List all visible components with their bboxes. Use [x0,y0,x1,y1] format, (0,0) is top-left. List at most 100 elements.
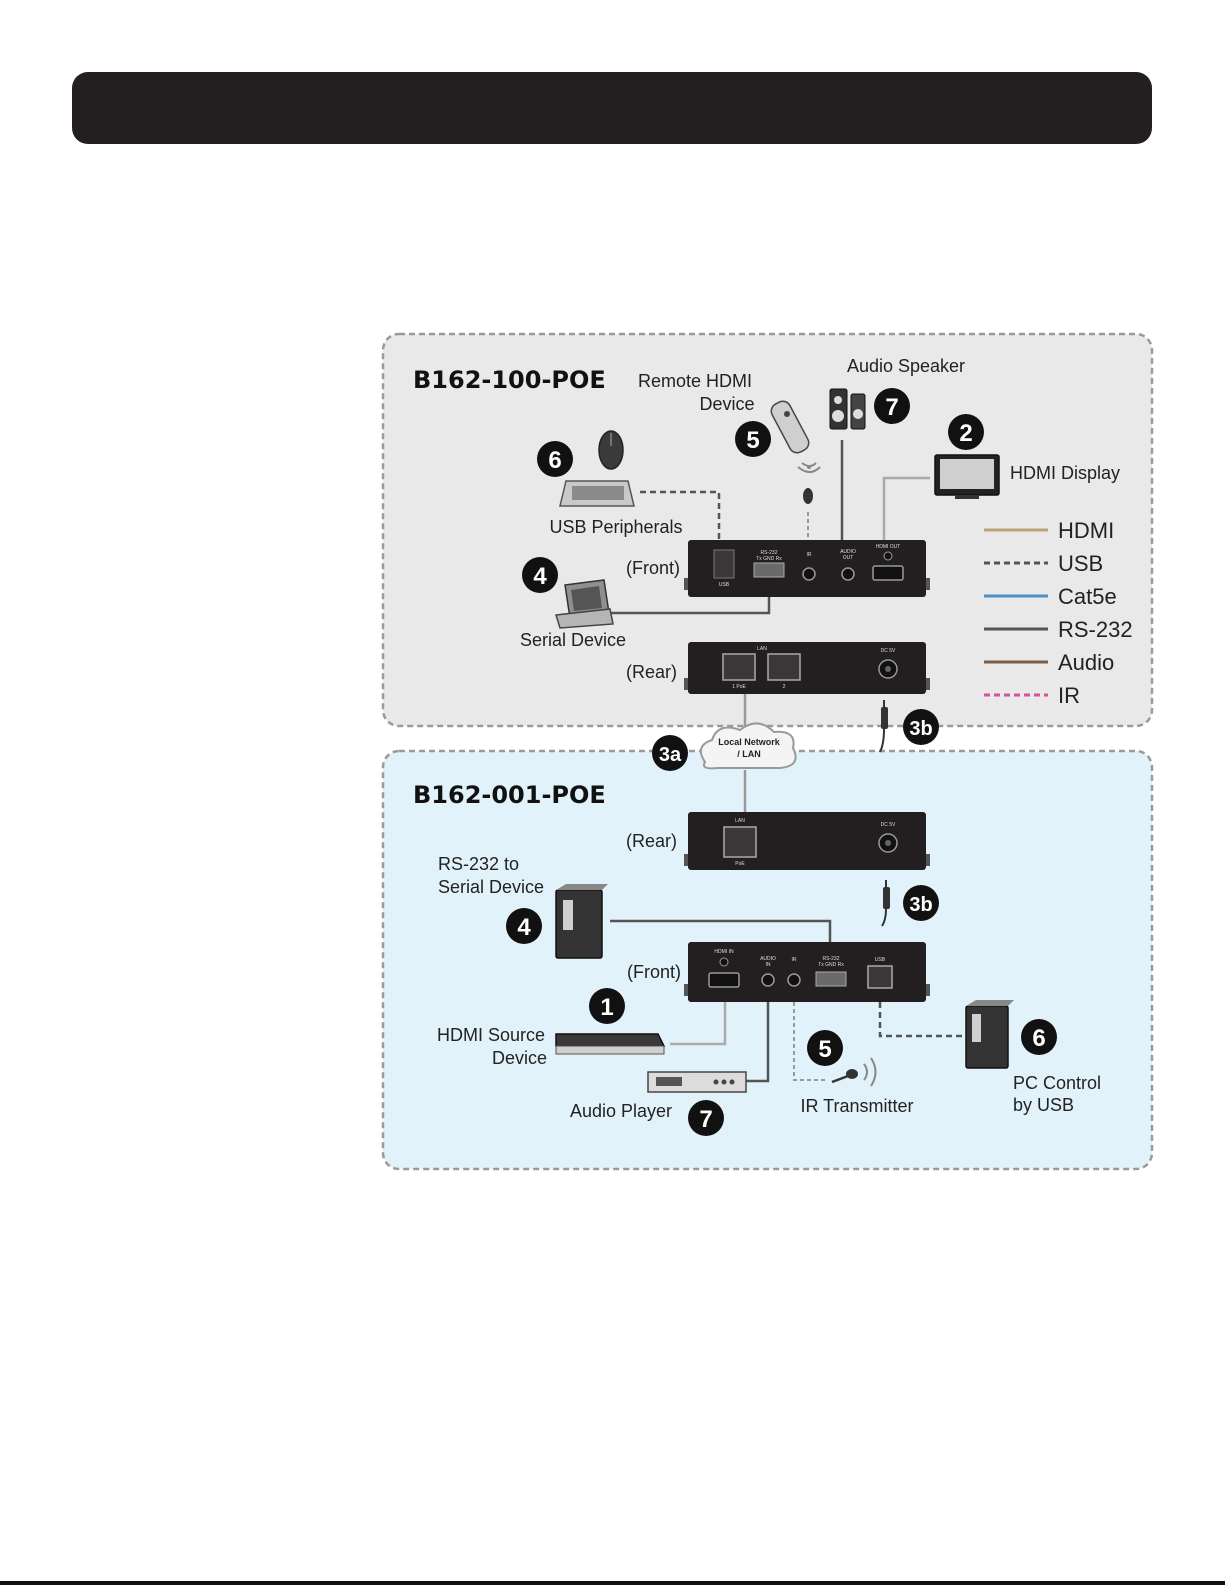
port-label-poe: PoE [735,861,745,867]
hdmi-cable-top [882,476,930,540]
remote-control-icon [770,400,810,454]
power-plug-icon [881,880,890,927]
audio-cable-bottom [746,1002,770,1083]
usb-a-port [713,549,735,579]
port-label-lan: LAN [757,646,767,652]
hdmi-display-label: HDMI Display [1010,463,1120,483]
hdmi-cable-bottom [670,1002,727,1046]
audio-out-jack [841,567,855,581]
serial-device-icon [555,579,614,629]
badge-7-text: 7 [699,1106,712,1133]
rs232-cable-top [610,597,771,615]
hdmi-source-label-line2: Device [492,1048,547,1068]
rs232-serial-label-line2: Serial Device [438,877,544,897]
legend-label-rs-232: RS-232 [1058,617,1133,642]
badge-5-text: 5 [818,1036,831,1063]
port-label-lan: LAN [735,818,745,824]
pc-control-label-line2: by USB [1013,1095,1074,1115]
badge-6-top: 6 [537,441,573,477]
remote-hdmi-label-line1: Remote HDMI [638,371,752,391]
port-label-rs232-sub: Tx GND Rx [818,962,844,968]
badge-3a: 3a [652,735,688,771]
pc-control-label-line1: PC Control [1013,1073,1101,1093]
port-label-audio: AUDIO [760,956,776,962]
media-player-icon [555,1033,666,1055]
badge-1-text: 1 [600,994,613,1021]
bottom-front-label: (Front) [627,962,681,982]
badge-5-bottom: 5 [807,1030,843,1066]
audio-speaker-label: Audio Speaker [847,356,965,376]
badge-4-top: 4 [522,557,558,593]
bottom-rear-label: (Rear) [626,831,677,851]
badge-7-text: 7 [885,394,898,421]
ir-cable-bottom [793,1002,828,1081]
badge-1: 1 [589,988,625,1024]
port-label-ir: IR [807,552,812,558]
port-label-rs232: RS-232 [761,550,778,556]
ir-transmitter-label: IR Transmitter [800,1096,913,1116]
port-label-ir: IR [792,957,797,963]
port-label-lan1: 1 PoE [732,684,746,690]
ir-jack [802,567,816,581]
bottom-unit-front: HDMI IN AUDIO IN IR RS-232 Tx GND Rx USB [684,942,930,1002]
badge-6-text: 6 [548,447,561,474]
pc-tower-icon [555,884,608,959]
badge-6-text: 6 [1032,1025,1045,1052]
rs232-serial-label-line1: RS-232 to [438,854,519,874]
pc-tower-icon [965,1000,1014,1069]
header-bar [72,72,1152,144]
usb-cable-top [640,490,721,540]
badge-5-top: 5 [735,421,771,457]
port-label-rs232: RS-232 [823,956,840,962]
badge-4-bottom: 4 [506,908,542,944]
hdmi-source-label-line1: HDMI Source [437,1025,545,1045]
legend-label-hdmi: HDMI [1058,518,1114,543]
audio-player-icon [647,1071,747,1093]
usb-peripherals-label: USB Peripherals [549,517,682,537]
port-label-power: DC 5V [881,648,896,654]
badge-4-text: 4 [517,914,531,941]
rs232-terminal [753,562,785,578]
badge-3b-bottom: 3b [903,885,939,921]
mouse-icon [598,430,624,470]
serial-device-label: Serial Device [520,630,626,650]
port-label-rs232-sub: Tx GND Rx [756,556,782,562]
usb-b-port [867,965,893,989]
badge-3a-text: 3a [659,744,682,766]
port-label-audio: AUDIO [840,549,856,555]
top-front-label: (Front) [626,558,680,578]
bottom-model-title: B162-001-POE [413,781,606,809]
audio-player-label: Audio Player [570,1101,672,1121]
ir-signal-icon [797,462,821,473]
hdmi-out-port [872,565,904,581]
top-unit-rear: LAN 1 PoE 2 DC 5V [684,642,930,694]
badge-6-bottom: 6 [1021,1019,1057,1055]
cloud-label-line2: / LAN [737,749,761,759]
legend-label-ir: IR [1058,683,1080,708]
lan-port-1 [722,653,756,681]
port-label-usb: USB [719,582,730,588]
top-unit-front: USB RS-232 Tx GND Rx IR AUDIO OUT HDMI O… [684,540,930,597]
port-label-out: OUT [843,555,854,561]
badge-7-top: 7 [874,388,910,424]
badge-5-text: 5 [746,427,759,454]
port-label-hdmi-in: HDMI IN [714,949,734,955]
lan-port-2 [767,653,801,681]
ir-jack [787,973,801,987]
badge-3b-text: 3b [909,718,932,740]
audio-in-jack [761,973,775,987]
badge-7-bottom: 7 [688,1100,724,1136]
badge-3b-text: 3b [909,894,932,916]
legend-label-usb: USB [1058,551,1103,576]
badge-2-text: 2 [959,420,972,447]
badge-2: 2 [948,414,984,450]
power-plug-icon [879,700,888,753]
badge-3b-top: 3b [903,709,939,745]
ir-receiver-icon [803,488,813,504]
footer-rule [0,1581,1225,1585]
port-label-hdmi-out: HDMI OUT [876,544,901,550]
speaker-icon [829,388,866,430]
lan-port [723,826,757,858]
usb-cable-bottom [878,1002,962,1038]
